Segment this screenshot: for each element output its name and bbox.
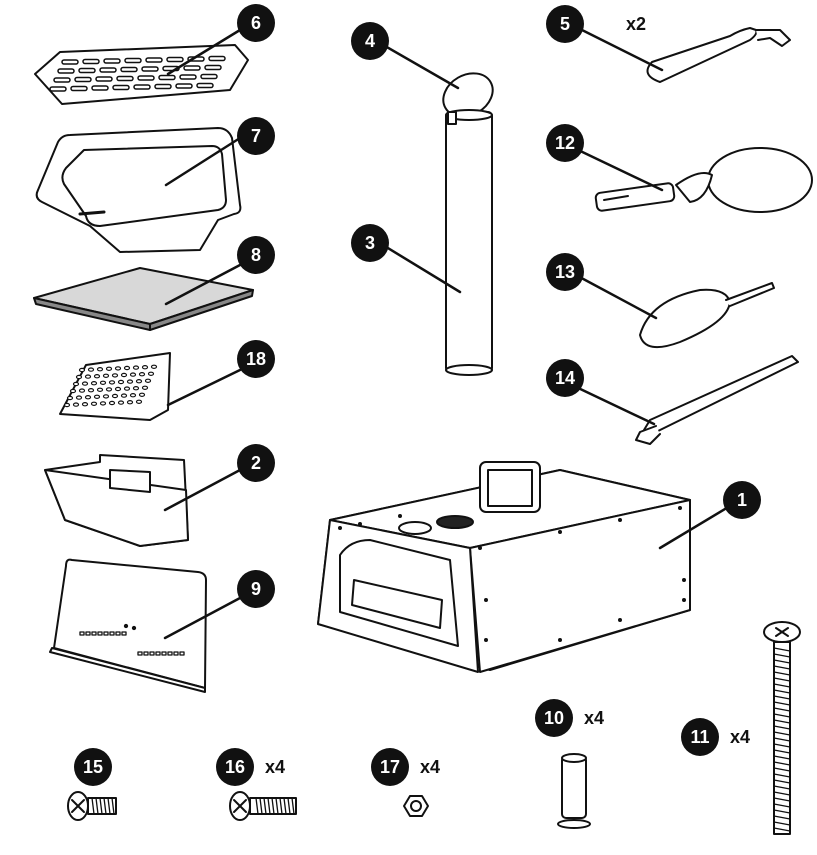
callout-4: 4 <box>351 22 389 60</box>
callout-16: 16 <box>216 748 254 786</box>
perforated-plate-drawing <box>59 352 242 421</box>
short-screw-drawing <box>67 791 117 821</box>
callout-3: 3 <box>351 224 389 262</box>
scoop-drawing <box>572 272 775 349</box>
callout-9: 9 <box>237 570 275 608</box>
heat-shield-drawing <box>49 558 242 693</box>
chimney-drawing <box>376 40 494 376</box>
callout-11: 11 <box>681 718 719 756</box>
callout-18: 18 <box>237 340 275 378</box>
side-handle-drawing <box>572 24 791 83</box>
callout-8: 8 <box>237 236 275 274</box>
callout-10: 10 <box>535 699 573 737</box>
callout-12: 12 <box>546 124 584 162</box>
callout-5: 5 <box>546 5 584 43</box>
rake-drawing <box>572 355 799 445</box>
oven-body-drawing <box>317 461 742 673</box>
quantity-17: x4 <box>420 757 441 777</box>
quantity-11: x4 <box>730 727 751 747</box>
medium-screw-drawing <box>229 791 297 821</box>
quantity-10: x4 <box>584 708 605 728</box>
callout-15: 15 <box>74 748 112 786</box>
long-bolt-drawing <box>763 621 801 835</box>
callout-1: 1 <box>723 481 761 519</box>
callout-6: 6 <box>237 4 275 42</box>
spacer-tube-drawing <box>557 753 591 829</box>
callout-14: 14 <box>546 359 584 397</box>
grill-grate-drawing <box>34 28 249 105</box>
quantity-16: x4 <box>265 757 286 777</box>
pizza-peel-drawing <box>572 146 813 213</box>
callout-2: 2 <box>237 444 275 482</box>
pizza-stone-drawing <box>33 263 254 331</box>
callout-13: 13 <box>546 253 584 291</box>
callout-17: 17 <box>371 748 409 786</box>
callout-7: 7 <box>237 117 275 155</box>
baking-tray-drawing <box>35 127 242 253</box>
ash-box-drawing <box>44 454 242 547</box>
quantity-5: x2 <box>626 14 647 34</box>
hex-nut-drawing <box>403 795 429 817</box>
